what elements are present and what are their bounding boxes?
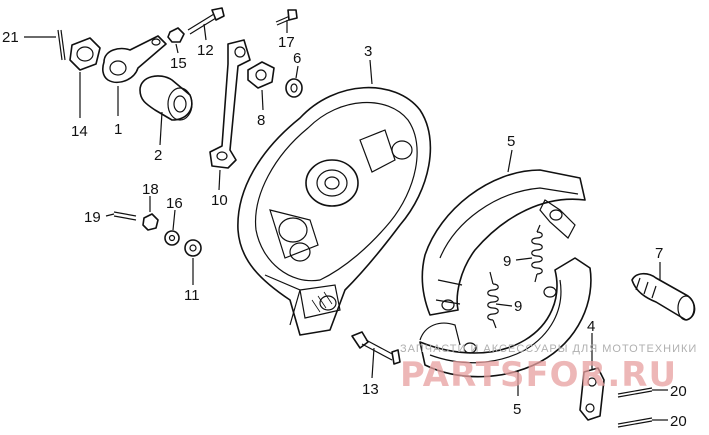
part-13-bolt: [351, 331, 401, 365]
part-springs: [487, 224, 543, 329]
part-21: [57, 29, 66, 61]
label-part-2: 2: [154, 147, 162, 164]
part-brake-panel: [237, 86, 432, 336]
label-part-12: 12: [197, 42, 214, 59]
label-part-3: 3: [364, 43, 372, 60]
label-part-20-lower: 20: [670, 413, 687, 430]
label-part-6: 6: [293, 50, 301, 67]
label-part-18: 18: [142, 181, 159, 198]
label-part-7: 7: [655, 245, 663, 262]
part-labels: 21 14 1 2 15 12 17 3 6 8 10 18 19 16 11 …: [2, 29, 687, 430]
part-17-bolt: [275, 9, 298, 26]
part-6-washer: [285, 78, 303, 98]
label-part-9-upper: 9: [503, 253, 511, 270]
label-part-8: 8: [257, 112, 265, 129]
label-part-5-lower: 5: [513, 401, 521, 418]
label-part-17: 17: [278, 34, 295, 51]
label-part-1: 1: [114, 121, 122, 138]
label-part-5-upper: 5: [507, 133, 515, 150]
part-8-washer: [247, 61, 275, 89]
label-part-13: 13: [362, 381, 379, 398]
part-brake-shoe-lower: [419, 257, 592, 378]
label-part-16: 16: [166, 195, 183, 212]
label-part-4: 4: [587, 318, 595, 335]
label-part-15: 15: [170, 55, 187, 72]
label-part-20-upper: 20: [670, 383, 687, 400]
label-part-21: 21: [2, 29, 19, 46]
label-part-9-lower: 9: [514, 298, 522, 315]
label-part-19: 19: [84, 209, 101, 226]
part-15-nut: [167, 27, 185, 43]
part-20-pins: [617, 387, 653, 428]
part-4-plate: [579, 367, 605, 421]
part-11-washer: [184, 239, 202, 257]
part-16-washer: [164, 230, 180, 246]
label-part-10: 10: [211, 192, 228, 209]
watermark-logo: PARTSFOR.RU: [400, 355, 677, 395]
part-18-nut: [142, 213, 159, 231]
part-14: [69, 37, 101, 71]
part-12-bolt: [187, 7, 225, 35]
watermark: ЗАПЧАСТИ И АКСЕССУАРЫ ДЛЯ МОТОТЕХНИКИ PA…: [400, 343, 697, 395]
part-brake-shoe-upper: [421, 169, 586, 316]
part-19-pin: [113, 211, 137, 221]
part-7-cam: [631, 272, 696, 321]
label-part-11: 11: [184, 287, 200, 304]
label-part-14: 14: [71, 123, 88, 140]
part-10-rod: [209, 39, 251, 169]
part-2-cylinder: [139, 75, 193, 121]
watermark-caption: ЗАПЧАСТИ И АКСЕССУАРЫ ДЛЯ МОТОТЕХНИКИ: [400, 343, 697, 355]
leader-lines: [24, 20, 668, 421]
part-1-brake-arm: [102, 35, 167, 84]
